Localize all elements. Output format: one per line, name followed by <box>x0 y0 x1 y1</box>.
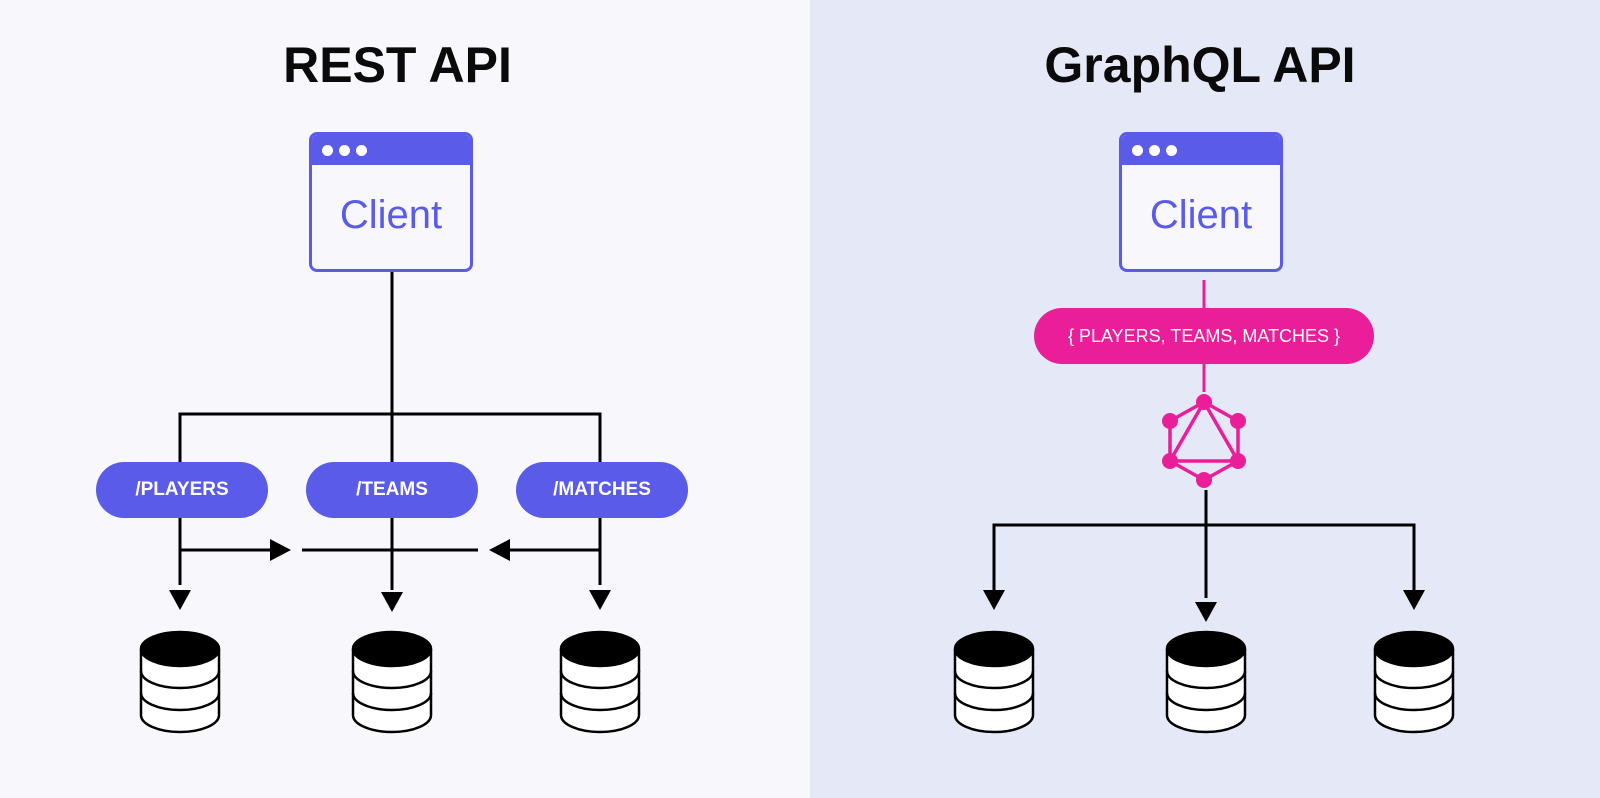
database-icon <box>953 630 1035 734</box>
window-dot <box>1166 145 1177 156</box>
endpoint-teams: /TEAMS <box>306 462 478 518</box>
window-dot <box>356 145 367 156</box>
graphql-client-label: Client <box>1149 193 1253 237</box>
rest-title: REST API <box>283 37 512 93</box>
arrow-left-icon <box>489 539 510 561</box>
database-icon <box>351 630 433 734</box>
graphql-query-pill: { PLAYERS, TEAMS, MATCHES } <box>1034 308 1374 364</box>
database-icon <box>1165 630 1247 734</box>
browser-window-icon <box>1122 135 1280 165</box>
window-dot <box>1132 145 1143 156</box>
graphql-connector-lines <box>953 280 1455 734</box>
endpoint-players: /PLAYERS <box>96 462 268 518</box>
arrow-down-icon <box>381 592 403 612</box>
arrow-down-icon <box>983 590 1005 610</box>
graphql-panel: GraphQL API Client <box>810 0 1600 798</box>
graphql-logo-icon <box>1162 394 1246 488</box>
endpoint-matches: /MATCHES <box>516 462 688 518</box>
graphql-title: GraphQL API <box>1044 37 1356 93</box>
arrow-down-icon <box>169 590 191 610</box>
database-icon <box>1373 630 1455 734</box>
browser-window-icon <box>312 135 470 165</box>
arrow-down-icon <box>589 590 611 610</box>
rest-client-window: Client <box>309 132 473 272</box>
rest-client-label: Client <box>339 193 443 237</box>
arrow-right-icon <box>270 539 291 561</box>
arrow-down-icon <box>1403 590 1425 610</box>
rest-connector-lines <box>139 272 641 734</box>
window-dot <box>339 145 350 156</box>
rest-panel: REST API Client /PLAYERS /TEAMS /MATCHE <box>96 37 688 734</box>
window-dot <box>322 145 333 156</box>
graphql-client-window: Client <box>1119 132 1283 272</box>
database-icon <box>559 630 641 734</box>
arrow-down-icon <box>1195 602 1217 622</box>
database-icon <box>139 630 221 734</box>
window-dot <box>1149 145 1160 156</box>
